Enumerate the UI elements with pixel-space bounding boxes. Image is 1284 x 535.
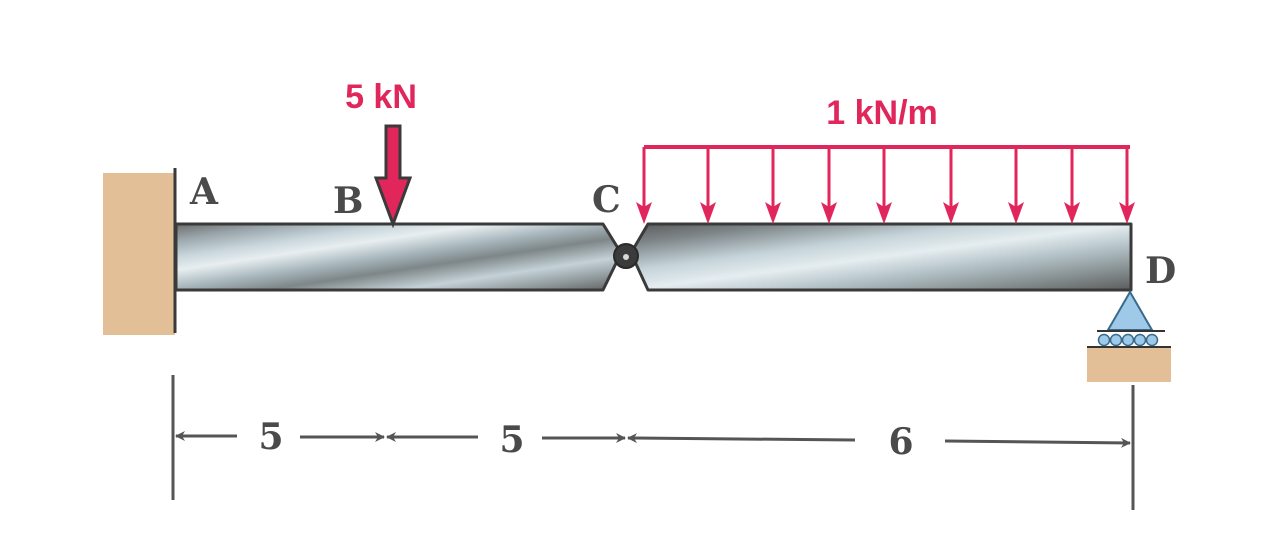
distributed-load [636,145,1135,224]
distributed-load-arrow [943,147,959,224]
distributed-load-arrow [765,147,781,224]
dimension-label-cd: 6 [888,421,913,463]
distributed-load-arrow [1064,147,1080,224]
distributed-load-arrow [1008,147,1024,224]
distributed-load-label: 1 kN/m [826,94,938,132]
beam-segment-ac [174,222,623,292]
point-label-d: D [1145,250,1176,292]
distributed-load-arrow [876,147,892,224]
fixed-wall [103,173,175,335]
point-label-c: C [592,179,621,221]
point-load-label: 5 kN [345,78,417,116]
dimension-label-bc: 5 [499,419,524,461]
dimension-label-ab: 5 [258,416,283,458]
beam-segment-cd [629,222,1133,292]
dimension-lines [171,375,1135,510]
point-label-a: A [189,171,219,213]
hinge-c [613,243,639,269]
point-load-arrow [373,124,413,229]
distributed-load-arrow [700,147,716,224]
distributed-load-arrow [821,147,837,224]
distributed-load-arrow [636,147,652,224]
roller-support-d [1087,290,1171,382]
point-label-b: B [333,180,363,222]
distributed-load-arrow [1119,147,1135,224]
